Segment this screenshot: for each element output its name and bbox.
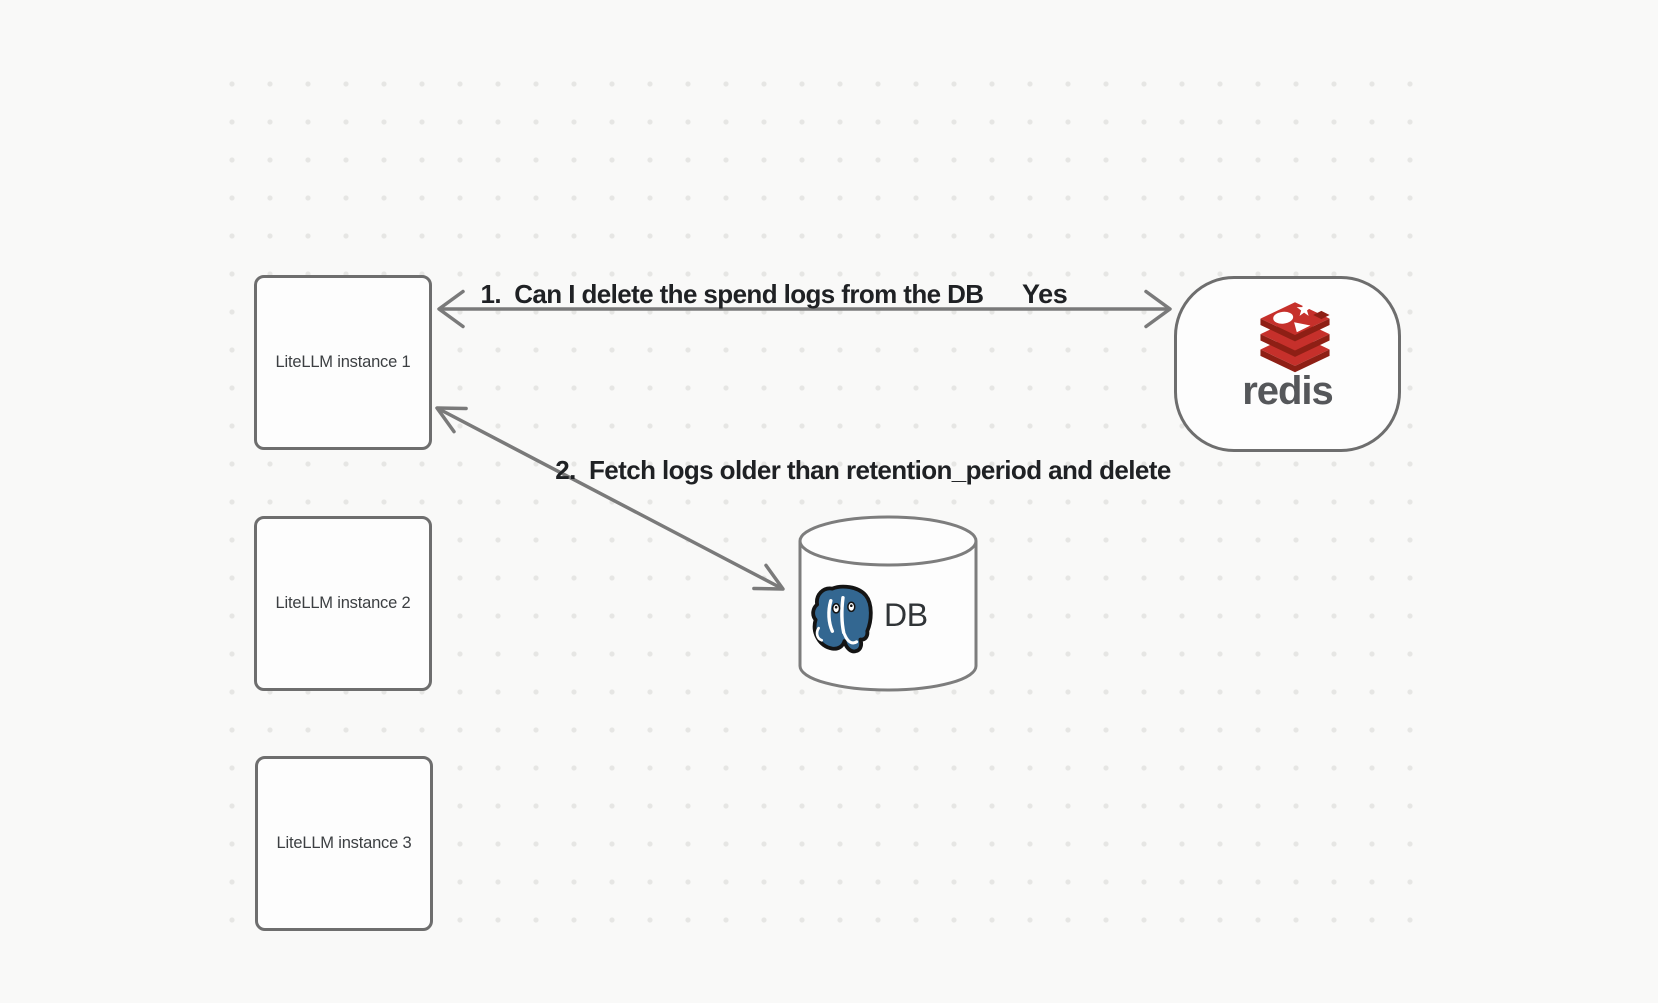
redis-node[interactable]: redis xyxy=(1174,276,1401,452)
redis-wordmark: redis xyxy=(1242,369,1334,413)
arrow-line xyxy=(436,406,784,591)
edge2-label: 2. Fetch logs older than retention_perio… xyxy=(555,455,1171,485)
arrowhead-downright-icon xyxy=(752,563,785,591)
edge1-reply-label: Yes xyxy=(1022,279,1068,309)
arrowhead-upleft-icon xyxy=(435,406,468,434)
arrowhead-left-icon xyxy=(437,289,465,329)
arrow-instance1-redis[interactable] xyxy=(437,289,1172,329)
litellm-instance-1-node[interactable]: LiteLLM instance 1 xyxy=(254,275,432,450)
postgresql-elephant-icon xyxy=(811,584,873,654)
litellm-instance-3-node[interactable]: LiteLLM instance 3 xyxy=(255,756,433,931)
node-label: LiteLLM instance 1 xyxy=(275,353,411,371)
node-label: LiteLLM instance 2 xyxy=(275,594,411,612)
db-cylinder-node[interactable] xyxy=(798,515,978,692)
litellm-instance-2-node[interactable]: LiteLLM instance 2 xyxy=(254,516,432,691)
cylinder-top xyxy=(798,515,978,567)
node-label: LiteLLM instance 3 xyxy=(276,834,412,852)
db-node-label: DB xyxy=(884,597,928,633)
arrowhead-right-icon xyxy=(1144,289,1172,329)
cylinder-body xyxy=(798,541,978,692)
redis-stack-icon xyxy=(1259,301,1330,373)
arrow-instance1-db[interactable] xyxy=(435,406,785,591)
edge1-label: 1. Can I delete the spend logs from the … xyxy=(480,279,985,309)
